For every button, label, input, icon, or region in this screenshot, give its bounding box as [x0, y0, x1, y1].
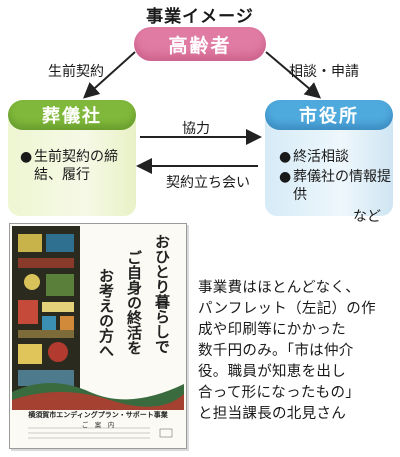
node-funeral: 葬儀社	[8, 100, 136, 130]
bullet-icon: ●	[279, 169, 292, 185]
body-paragraph: 事業費はほとんどなく、 パンフレット（左記）の作 成や印刷等にかかった 数千円の…	[198, 278, 396, 425]
city-list-item: ● 終活相談	[279, 149, 349, 165]
brochure-headline-col3: お考えの方へ	[97, 268, 115, 358]
bullet-icon: ●	[279, 149, 292, 165]
body-line: 事業費はほとんどなく、	[198, 280, 361, 296]
arrow-consult	[265, 51, 322, 99]
node-elderly: 高齢者	[134, 27, 266, 61]
body-line: 成や印刷等にかかった	[198, 322, 346, 338]
diagram-title: 事業イメージ	[146, 7, 254, 27]
edge-label-cooperation: 協力	[182, 121, 210, 137]
edge-label-pre-contract: 生前契約	[48, 64, 104, 80]
bullet-icon: ●	[20, 149, 33, 165]
city-list-more: など	[353, 209, 381, 225]
arrow-pre-contract	[83, 51, 136, 99]
body-line: 合って形になったもの」	[198, 385, 361, 401]
funeral-list-item: ● 生前契約の締結、履行	[20, 149, 118, 183]
brochure-image: おひとり暮らしで ご自身の終活を お考えの方へ 横須賀市エンディングプラン・サポ…	[9, 223, 187, 449]
body-line: 数千円のみ。「市は仲介	[198, 343, 354, 359]
city-list: ● 終活相談 ● 葬儀社の情報提供	[279, 148, 391, 206]
connector-arrows	[83, 51, 322, 174]
brochure-headline-col1: おひとり暮らしで	[153, 234, 171, 354]
edge-label-consult: 相談・申請	[289, 64, 359, 80]
body-line: 役。職員が知恵を出し	[198, 364, 346, 380]
brochure-caption-sub: ご 案 内	[81, 421, 115, 429]
edge-label-witness: 契約立ち会い	[166, 175, 250, 191]
brochure-art	[12, 226, 184, 439]
funeral-list: ● 生前契約の締結、履行	[20, 148, 132, 186]
brochure-headline-col2: ご自身の終活を	[125, 250, 143, 355]
brochure-caption: 横須賀市エンディングプラン・サポート事業	[28, 411, 168, 419]
node-city: 市役所	[265, 100, 393, 130]
body-line: パンフレット（左記）の作	[198, 301, 376, 317]
city-list-item: ● 葬儀社の情報提供	[279, 169, 391, 203]
body-line: と担当課長の北見さん	[198, 406, 346, 422]
